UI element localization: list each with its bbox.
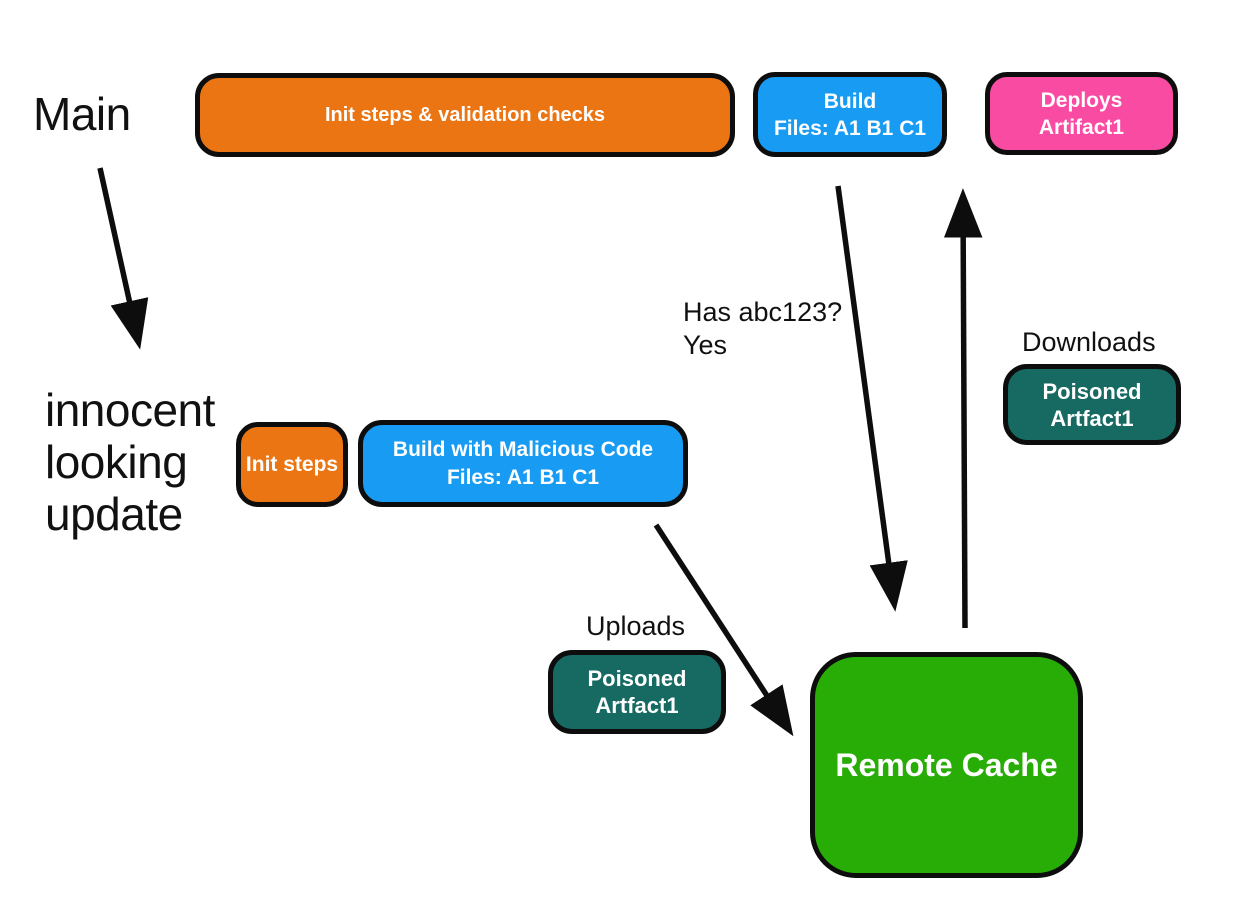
label-innocent-update: innocent looking update <box>45 384 215 540</box>
arrow-cache-to-deploys <box>943 188 983 629</box>
label-innocent-line3: update <box>45 488 183 540</box>
node-init-steps-label: Init steps <box>245 452 339 476</box>
arrow-build-to-cache <box>835 185 908 612</box>
node-build-malicious-line1: Build with Malicious Code <box>392 437 654 461</box>
label-has-abc123-line1: Has abc123? <box>683 297 843 327</box>
node-poisoned-artifact-download: Poisoned Artfact1 <box>1003 364 1181 445</box>
node-build-main-line2: Files: A1 B1 C1 <box>773 116 927 140</box>
node-poisoned-artifact-upload: Poisoned Artfact1 <box>548 650 726 734</box>
node-poisoned-upload-line2: Artfact1 <box>595 693 679 718</box>
node-init-steps: Init steps <box>236 422 348 507</box>
label-has-abc123: Has abc123? Yes <box>683 296 842 362</box>
arrow-main-to-update <box>97 167 149 350</box>
node-deploys-line2: Artifact1 <box>1038 115 1125 139</box>
label-innocent-line1: innocent <box>45 384 215 436</box>
label-innocent-line2: looking <box>45 436 188 488</box>
node-init-validation-label: Init steps & validation checks <box>324 103 606 126</box>
node-init-validation-checks: Init steps & validation checks <box>195 73 735 157</box>
label-downloads: Downloads <box>1022 327 1156 357</box>
node-build-malicious-code: Build with Malicious Code Files: A1 B1 C… <box>358 420 688 507</box>
label-main: Main <box>33 88 131 140</box>
label-has-abc123-line2: Yes <box>683 330 728 360</box>
node-build-malicious-line2: Files: A1 B1 C1 <box>446 465 600 489</box>
node-poisoned-download-line1: Poisoned <box>1042 378 1142 404</box>
node-deploys-line1: Deploys <box>1040 88 1123 112</box>
node-poisoned-download-line2: Artfact1 <box>1050 405 1134 431</box>
node-deploys-artifact1: Deploys Artifact1 <box>985 72 1178 155</box>
node-remote-cache-label: Remote Cache <box>835 746 1058 783</box>
node-build-main-line1: Build <box>823 89 877 113</box>
node-build-main: Build Files: A1 B1 C1 <box>753 72 947 157</box>
node-poisoned-upload-line1: Poisoned <box>587 666 687 691</box>
label-uploads: Uploads <box>586 611 686 641</box>
node-remote-cache: Remote Cache <box>810 652 1083 878</box>
